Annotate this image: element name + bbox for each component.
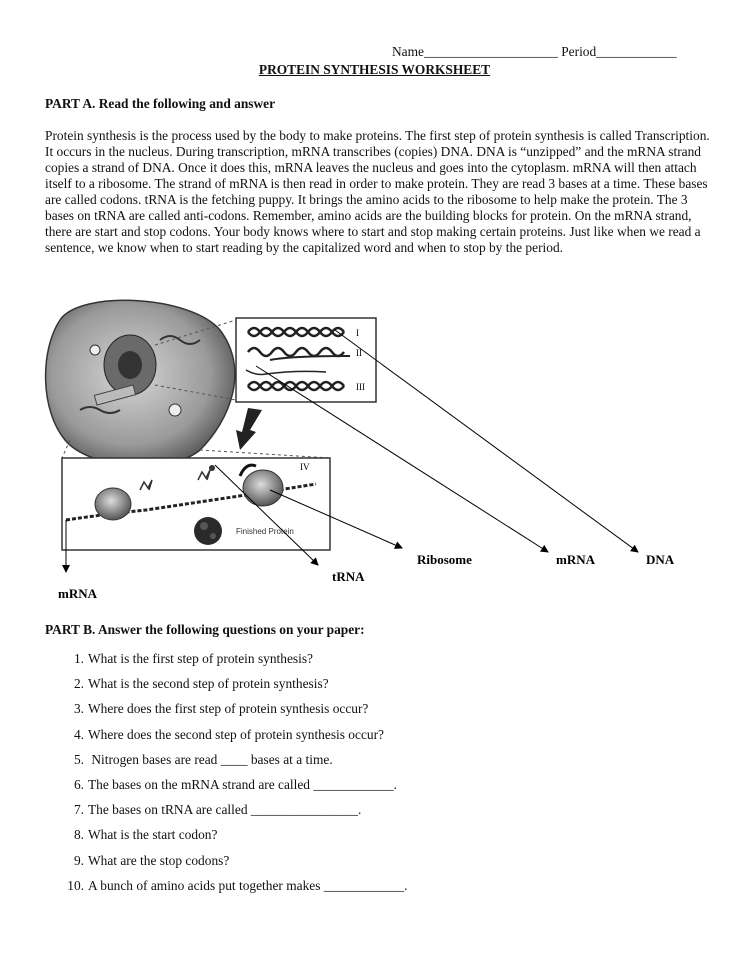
dna-strand-ii: [247, 346, 351, 361]
pointer-ribosome: [269, 489, 403, 549]
dna-strand-i: [247, 326, 345, 338]
question-number: 1.: [73, 651, 84, 666]
question-number: 6.: [73, 776, 84, 792]
zoom-line: [61, 439, 71, 459]
mrna-strand-inset: [245, 369, 327, 376]
roman-label: III: [356, 382, 365, 392]
list-item: 4.Where does the second step of protein …: [74, 722, 407, 747]
question-text: The bases on the mRNA strand are called …: [88, 776, 398, 792]
question-text: What are the stop codons?: [88, 852, 230, 868]
finished-protein-blob: [194, 517, 222, 545]
label-mrna-right: mRNA: [556, 552, 596, 567]
question-number: 2.: [73, 676, 84, 692]
list-item: 9.What are the stop codons?: [74, 848, 407, 873]
question-number: 8.: [73, 827, 84, 843]
label-mrna-bottom: mRNA: [58, 586, 98, 601]
question-text: A bunch of amino acids put together make…: [88, 877, 408, 893]
zoom-line: [154, 384, 237, 401]
list-item: 8.What is the start codon?: [74, 822, 407, 847]
finished-protein-label: Finished Protein: [236, 527, 294, 536]
part-a-paragraph: Protein synthesis is the process used by…: [45, 128, 710, 255]
question-text: What is the second step of protein synth…: [88, 676, 329, 692]
list-item: 6.The bases on the mRNA strand are calle…: [74, 772, 407, 797]
question-number: 7.: [73, 802, 84, 818]
pointer-trna: [214, 464, 319, 566]
ribosome-right: [242, 469, 284, 507]
cell-illustration: [44, 299, 236, 467]
list-item: 7.The bases on tRNA are called _________…: [74, 797, 407, 822]
label-dna: DNA: [646, 552, 675, 567]
worksheet-title: PROTEIN SYNTHESIS WORKSHEET: [258, 62, 491, 77]
question-text: What is the start codon?: [88, 827, 218, 843]
question-number: 10.: [67, 877, 84, 893]
trna-molecule: [139, 479, 153, 491]
name-period-line: Name____________________ Period_________…: [392, 44, 677, 59]
question-text: Where does the first step of protein syn…: [88, 701, 369, 717]
list-item: 3.Where does the first step of protein s…: [74, 696, 407, 721]
list-item: 5. Nitrogen bases are read ____ bases at…: [74, 747, 407, 772]
roman-label: II: [356, 348, 362, 358]
pointer-mrna-right: [255, 365, 549, 553]
trna-molecule: [197, 469, 211, 481]
protein-chain: [238, 463, 257, 477]
zoom-line: [154, 319, 237, 346]
list-item: 2.What is the second step of protein syn…: [74, 671, 407, 696]
label-ribosome: Ribosome: [417, 552, 472, 567]
question-text: What is the first step of protein synthe…: [88, 651, 313, 666]
question-list: 1. What is the first step of protein synt…: [67, 646, 408, 898]
question-number: 9.: [73, 852, 84, 868]
dna-strand-iii: [247, 380, 345, 392]
list-item: 1. What is the first step of protein synt…: [74, 646, 407, 671]
pointer-dna: [334, 329, 639, 553]
label-trna: tRNA: [332, 569, 365, 584]
protein-synthesis-diagram: I II III IV Finished Protein mRNA tRNA R…: [44, 299, 675, 601]
question-number: 5.: [73, 751, 84, 767]
roman-label: I: [356, 328, 359, 338]
list-item: 10.A bunch of amino acids put together m…: [67, 873, 408, 898]
zoom-line: [199, 449, 331, 459]
part-b-heading: PART B. Answer the following questions o…: [45, 622, 365, 637]
roman-label: IV: [300, 462, 310, 472]
question-number: 3.: [73, 701, 84, 717]
part-a-heading: PART A. Read the following and answer: [45, 96, 276, 111]
question-text: Nitrogen bases are read ____ bases at a …: [88, 751, 333, 767]
ribosome-left: [94, 487, 132, 521]
amino-acid: [209, 465, 215, 471]
question-text: Where does the second step of protein sy…: [88, 726, 384, 742]
question-number: 4.: [73, 726, 84, 742]
down-arrow-icon: [236, 408, 262, 450]
question-text: The bases on tRNA are called ___________…: [88, 802, 362, 818]
